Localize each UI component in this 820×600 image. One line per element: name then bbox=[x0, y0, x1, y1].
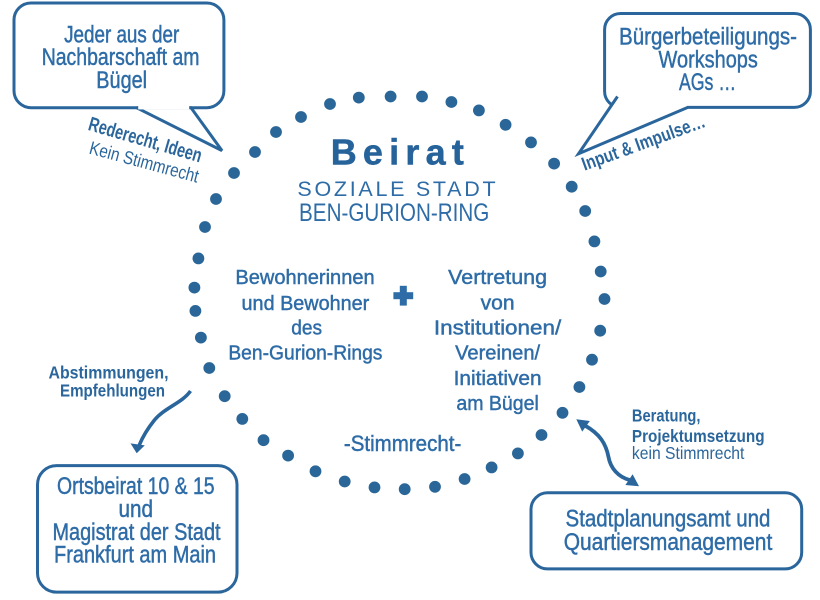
svg-text:-Stimmrecht-: -Stimmrecht- bbox=[344, 431, 461, 456]
svg-text:AGs …: AGs … bbox=[679, 69, 736, 96]
svg-text:Bewohnerinnen: Bewohnerinnen bbox=[235, 266, 374, 289]
svg-text:Jeder aus der: Jeder aus der bbox=[64, 21, 179, 48]
svg-text:Empfehlungen: Empfehlungen bbox=[60, 381, 165, 401]
svg-text:Stadtplanungsamt und: Stadtplanungsamt und bbox=[566, 506, 771, 533]
svg-text:Bürgerbeteiligungs-: Bürgerbeteiligungs- bbox=[619, 24, 797, 51]
svg-text:Ortsbeirat 10 & 15: Ortsbeirat 10 & 15 bbox=[57, 473, 215, 500]
svg-text:kein Stimmrecht: kein Stimmrecht bbox=[632, 443, 745, 463]
svg-text:Projektumsetzung: Projektumsetzung bbox=[632, 426, 765, 446]
svg-text:Quartiersmanagement: Quartiersmanagement bbox=[564, 529, 773, 556]
svg-text:Workshops: Workshops bbox=[659, 47, 758, 74]
svg-text:Beirat: Beirat bbox=[331, 131, 464, 172]
svg-text:Beratung,: Beratung, bbox=[632, 406, 701, 426]
svg-text:und Bewohner: und Bewohner bbox=[242, 292, 370, 315]
svg-text:Vereinen/: Vereinen/ bbox=[455, 342, 540, 365]
svg-text:Initiativen: Initiativen bbox=[454, 367, 542, 390]
svg-text:von: von bbox=[481, 291, 515, 314]
svg-text:Bügel: Bügel bbox=[96, 67, 147, 94]
svg-text:Vertretung: Vertretung bbox=[448, 266, 547, 289]
svg-text:BEN-GURION-RING: BEN-GURION-RING bbox=[299, 199, 489, 227]
svg-text:Frankfurt am Main: Frankfurt am Main bbox=[54, 542, 216, 569]
svg-text:Magistrat der Stadt: Magistrat der Stadt bbox=[52, 519, 220, 546]
svg-text:am Bügel: am Bügel bbox=[456, 392, 539, 415]
svg-text:SOZIALE STADT: SOZIALE STADT bbox=[297, 177, 495, 201]
svg-text:Nachbarschaft am: Nachbarschaft am bbox=[42, 44, 200, 71]
svg-text:Ben-Gurion-Rings: Ben-Gurion-Rings bbox=[228, 341, 382, 364]
svg-text:Institutionen/: Institutionen/ bbox=[434, 317, 562, 340]
svg-text:Abstimmungen,: Abstimmungen, bbox=[49, 363, 169, 383]
svg-text:und: und bbox=[119, 496, 154, 523]
svg-text:des: des bbox=[291, 317, 322, 340]
